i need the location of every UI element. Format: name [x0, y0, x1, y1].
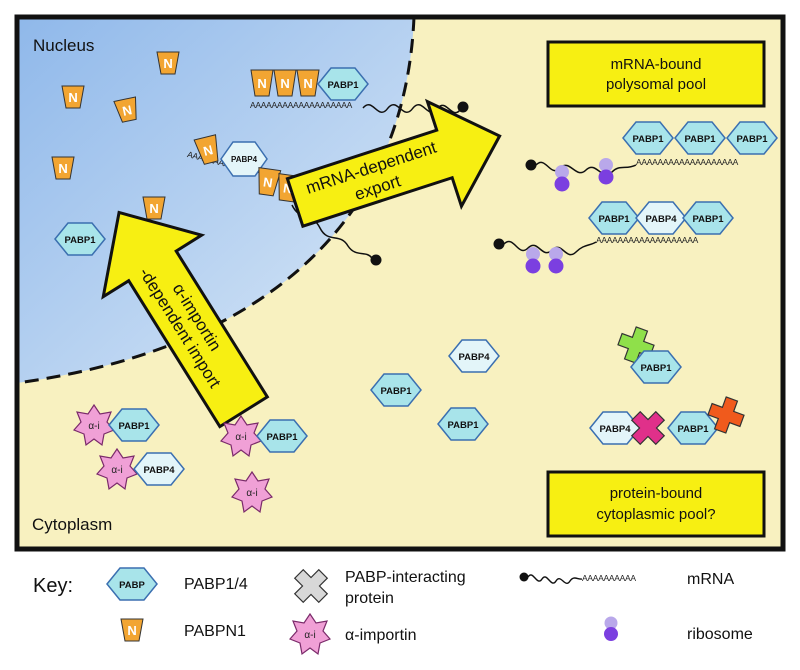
svg-text:PABP1: PABP1 — [267, 432, 299, 443]
svg-text:α-i: α-i — [246, 488, 257, 499]
svg-text:N: N — [127, 623, 136, 638]
svg-text:mRNA-bound: mRNA-bound — [611, 56, 702, 73]
svg-text:α-i: α-i — [88, 421, 99, 432]
svg-text:N: N — [303, 76, 312, 91]
svg-text:AAAAAAAAAAAAAAAAAAA: AAAAAAAAAAAAAAAAAAA — [636, 157, 739, 167]
legend-mrna: mRNA — [687, 571, 734, 588]
svg-text:N: N — [257, 76, 266, 91]
legend-importin: α-importin — [345, 627, 416, 644]
svg-text:N: N — [280, 76, 289, 91]
svg-text:N: N — [202, 142, 215, 159]
nucleus-label: Nucleus — [33, 36, 94, 55]
svg-text:PABP4: PABP4 — [459, 352, 491, 363]
pabp1-icon: PABP1 — [437, 407, 489, 441]
svg-text:PABP1: PABP1 — [693, 214, 725, 225]
importin-pabp1-complex: α-i PABP1 — [72, 403, 160, 447]
nucleus-region — [17, 17, 414, 383]
svg-text:N: N — [149, 201, 158, 216]
svg-text:PABP4: PABP4 — [144, 465, 176, 476]
pabp4-pabp1-interactor-complex: PABP4 PABP1 — [589, 396, 745, 446]
legend-title: Key: — [33, 575, 73, 597]
svg-text:protein-bound: protein-bound — [610, 485, 703, 502]
svg-text:PABP1: PABP1 — [633, 134, 665, 145]
legend-interactor-line1: PABP-interacting — [345, 569, 466, 586]
pabp1-icon: PABP1 — [317, 67, 369, 101]
pabp1-green-interactor-complex: PABP1 — [617, 326, 682, 384]
svg-text:PABP1: PABP1 — [119, 421, 151, 432]
pabpn1-icon: N — [51, 156, 75, 180]
svg-text:PABP1: PABP1 — [381, 386, 413, 397]
pabp1-icon: PABP1 — [54, 222, 106, 256]
svg-text:N: N — [163, 56, 172, 71]
svg-text:cytoplasmic pool?: cytoplasmic pool? — [596, 506, 715, 523]
pabp1-icon: PABP1 — [682, 201, 734, 235]
svg-text:PABP1: PABP1 — [328, 80, 360, 91]
interactor-icon — [293, 568, 329, 604]
cytoplasmic-pool-box: protein-bound cytoplasmic pool? — [546, 470, 766, 538]
legend-interactor-line2: protein — [345, 590, 394, 607]
pabpn1-icon: N — [61, 85, 85, 109]
pabpn1-icon: N — [113, 96, 137, 123]
legend-pabpn1: PABPN1 — [184, 623, 246, 640]
importin-icon: α-i — [288, 612, 332, 656]
svg-text:N: N — [282, 180, 293, 196]
pabpn1-icon: N — [120, 618, 144, 642]
ribosome-icon — [604, 616, 618, 641]
svg-text:α-i: α-i — [235, 432, 246, 443]
svg-text:AAAAAAAAAAAAAAAAAAA: AAAAAAAAAAAAAAAAAAA — [250, 100, 353, 110]
pabp1-icon: PABP1 — [674, 121, 726, 155]
svg-text:PABP4: PABP4 — [231, 155, 258, 164]
svg-text:PABP1: PABP1 — [448, 420, 480, 431]
svg-text:PABP4: PABP4 — [646, 214, 678, 225]
svg-text:AAAAAAAAAA: AAAAAAAAAA — [582, 573, 636, 583]
pabp-icon: PABP — [106, 567, 158, 601]
importin-pabp4-complex: α-i PABP4 — [95, 447, 185, 491]
polysomal-pool-box: mRNA-bound polysomal pool — [546, 40, 766, 108]
svg-text:PABP1: PABP1 — [678, 424, 710, 435]
nuclear-envelope — [17, 17, 416, 385]
importin-pabp1-complex: α-i PABP1 — [219, 414, 308, 458]
svg-text:α-i: α-i — [304, 630, 315, 641]
mrna-with-pabpn1: AAAAAAAAAAAAAAAAAAA N N N PABP1 — [250, 67, 469, 114]
svg-text:PABP1: PABP1 — [737, 134, 769, 145]
svg-text:PABP1: PABP1 — [65, 235, 97, 246]
pabpn1-icon: N — [142, 196, 166, 220]
pabp1-icon: PABP1 — [622, 121, 674, 155]
pabp1-icon: PABP1 — [370, 373, 422, 407]
pabp4-icon: PABP4 — [448, 339, 500, 373]
svg-text:N: N — [68, 90, 77, 105]
mrna-icon: AAAAAAAAAA — [519, 572, 637, 584]
svg-text:PABP: PABP — [119, 580, 145, 591]
cytoplasm-label: Cytoplasm — [32, 515, 112, 534]
legend-pabp: PABP1/4 — [184, 576, 248, 593]
legend: Key: PABP PABP1/4 N PABPN1 PABP-interact… — [33, 567, 753, 656]
polysome-2: AAAAAAAAAAAAAAAAAAA PABP1 PABP4 PABP1 — [493, 201, 734, 274]
legend-ribosome: ribosome — [687, 626, 753, 643]
importin-icon: α-i — [230, 470, 274, 514]
svg-text:PABP1: PABP1 — [641, 363, 673, 374]
svg-text:AAAAAAAAAAAAAAAAAAA: AAAAAAAAAAAAAAAAAAA — [596, 235, 699, 245]
svg-text:PABP1: PABP1 — [685, 134, 717, 145]
svg-text:N: N — [121, 102, 133, 119]
svg-text:polysomal pool: polysomal pool — [606, 76, 706, 93]
svg-text:N: N — [262, 174, 273, 190]
svg-text:N: N — [58, 161, 67, 176]
pabp1-icon: PABP1 — [726, 121, 778, 155]
svg-text:α-i: α-i — [111, 465, 122, 476]
svg-text:PABP1: PABP1 — [599, 214, 631, 225]
polysome-1: AAAAAAAAAAAAAAAAAAA PABP1 PABP1 PABP1 — [525, 121, 778, 192]
pabpn1-icon: N — [156, 51, 180, 75]
svg-text:PABP4: PABP4 — [600, 424, 632, 435]
cell-border — [14, 14, 786, 552]
